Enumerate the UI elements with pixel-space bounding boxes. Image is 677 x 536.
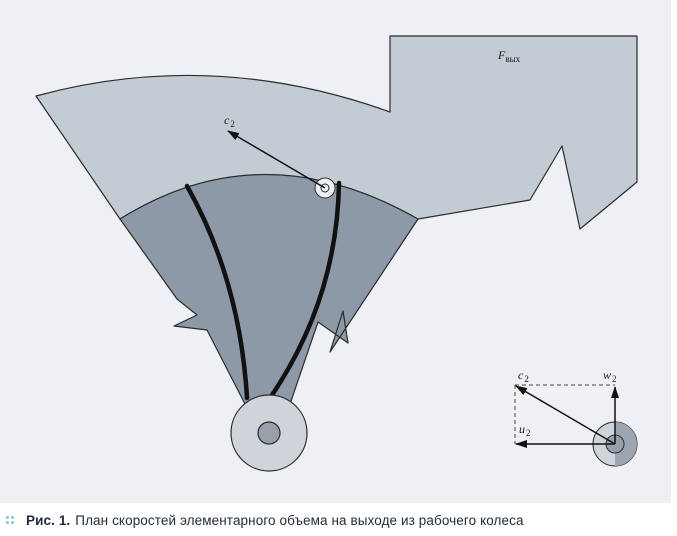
- figure-caption: Рис. 1. План скоростей элементарного объ…: [6, 509, 524, 531]
- blade-right: [267, 180, 342, 401]
- blade-left: [184, 183, 250, 401]
- velocity-triangle: c2 w2 u2: [514, 368, 638, 467]
- outlet-volume-region: [35, 35, 638, 230]
- c2-label: c2: [224, 113, 235, 129]
- caption-text: План скоростей элементарного объема на в…: [75, 512, 524, 528]
- triangle-volume-marker-half: [615, 422, 637, 466]
- triangle-c2-velocity-arrow: [515, 385, 616, 445]
- w2-label: w2: [603, 368, 617, 384]
- velocity-plan-diagram: Fвых c2 c2 w2 u2: [35, 35, 638, 472]
- impeller-sector-region: [119, 174, 419, 405]
- impeller-hub-center: [257, 421, 281, 445]
- f-out-label: Fвых: [497, 48, 521, 64]
- u2-label: u2: [519, 422, 531, 438]
- caption-number: Рис. 1.: [26, 512, 71, 528]
- elementary-volume-marker-inner: [320, 183, 330, 193]
- caption-bullet-icon: [6, 514, 18, 526]
- triangle-c2-label: c2: [518, 368, 529, 384]
- c2-velocity-arrow: [227, 130, 326, 189]
